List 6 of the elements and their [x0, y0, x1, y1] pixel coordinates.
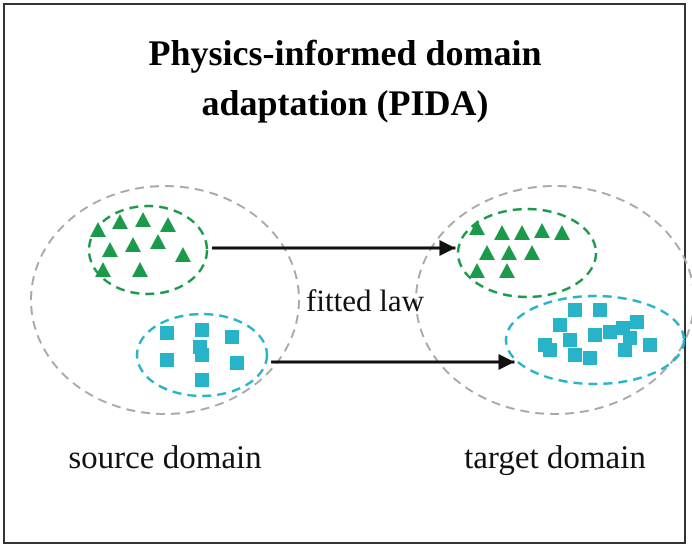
domain-label: source domain: [67, 440, 263, 477]
arrow: [212, 240, 456, 256]
annotation-label: fitted law: [305, 283, 425, 319]
arrow: [271, 354, 514, 370]
title: Physics-informed domain adaptation (PIDA): [147, 32, 542, 125]
domain-label: target domain: [463, 440, 647, 477]
